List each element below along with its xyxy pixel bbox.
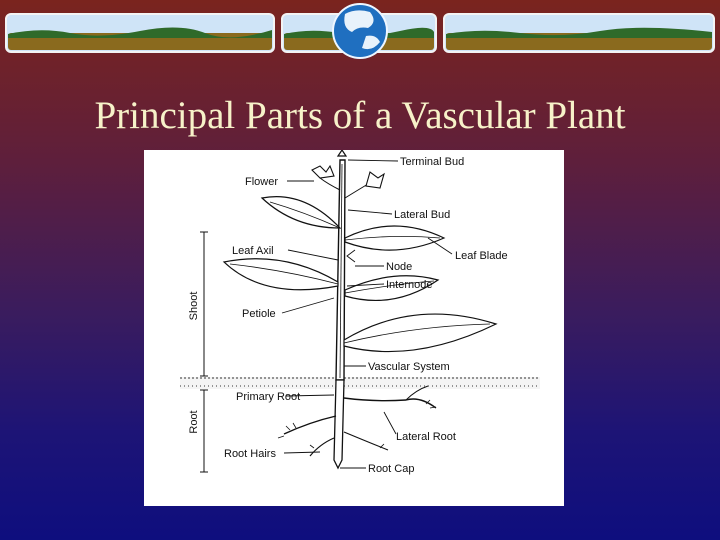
plant-diagram: Shoot Root Terminal Bud Flower Lateral B…	[180, 150, 540, 475]
leaf-upper-left	[260, 196, 342, 229]
leaf-middle-right	[344, 275, 440, 301]
flower-right	[344, 171, 385, 199]
leaf-middle-left	[222, 258, 339, 291]
label-terminal-bud: Terminal Bud	[400, 156, 464, 168]
label-root-cap: Root Cap	[368, 463, 414, 475]
label-root-hairs: Root Hairs	[224, 448, 276, 460]
label-primary-root: Primary Root	[236, 391, 300, 403]
label-leaf-axil: Leaf Axil	[232, 245, 274, 257]
banner-strip-left	[5, 13, 275, 53]
plant-diagram-panel: Shoot Root Terminal Bud Flower Lateral B…	[144, 150, 564, 506]
shoot-region-label: Shoot	[188, 292, 200, 321]
root-system	[277, 379, 437, 470]
slide-title: Principal Parts of a Vascular Plant	[94, 94, 626, 137]
banner-strip-right	[443, 13, 715, 53]
soil-line	[180, 377, 540, 389]
flower-left	[311, 164, 341, 191]
region-markers	[200, 231, 208, 473]
label-node: Node	[386, 261, 412, 273]
leaf-lower-right	[343, 313, 498, 353]
label-petiole: Petiole	[242, 308, 276, 320]
leaf-upper-right	[344, 225, 446, 251]
label-lateral-bud: Lateral Bud	[394, 209, 450, 221]
label-flower: Flower	[245, 176, 278, 188]
label-internode: Internode	[386, 279, 432, 291]
leader-lines	[281, 159, 453, 469]
header-banner	[5, 3, 715, 59]
root-region-label: Root	[188, 410, 200, 433]
label-lateral-root: Lateral Root	[396, 431, 456, 443]
label-leaf-blade: Leaf Blade	[455, 250, 508, 262]
label-vascular-system: Vascular System	[368, 361, 450, 373]
globe-icon	[332, 3, 388, 59]
